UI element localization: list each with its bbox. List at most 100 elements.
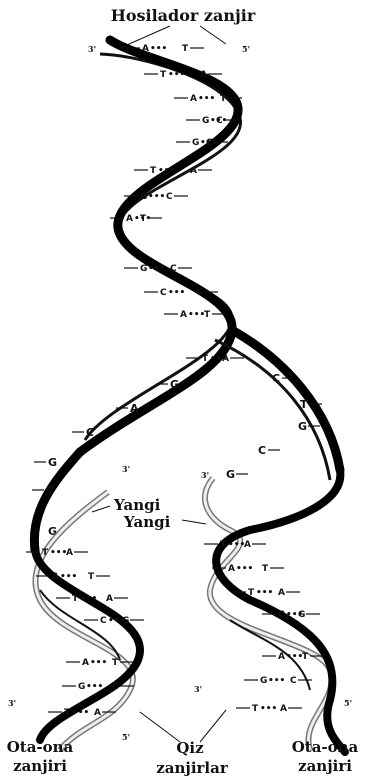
hydrogen-bond-dots: ••• <box>198 94 215 104</box>
hydrogen-bond-dots: ••• <box>148 264 165 274</box>
strand-back-top <box>85 54 241 440</box>
label-daughter-1: Qiz <box>176 739 204 757</box>
base-letter: A <box>142 44 149 54</box>
base-letter: G <box>170 378 179 391</box>
hydrogen-bond-dots: ••• <box>150 44 167 54</box>
base-letter: A <box>278 652 285 662</box>
right-pair: T•••A <box>236 704 302 714</box>
unpaired-base-right: C <box>258 444 280 457</box>
base-letter: T <box>64 708 71 718</box>
hydrogen-bond-dots: ••• <box>260 704 277 714</box>
label-parent-right-2: zanjiri <box>298 757 352 775</box>
unpaired-base-right: G <box>226 468 248 481</box>
base-letter: T <box>202 354 209 364</box>
yangi-pointer-1 <box>92 506 110 512</box>
base-letter: A <box>244 540 251 550</box>
hydrogen-bond-dots: ••• <box>168 70 185 80</box>
base-letter: C <box>160 288 167 298</box>
label-5prime-bottom-right: 5' <box>344 698 352 708</box>
label-parent-right-1: Ota-ona <box>292 738 359 756</box>
label-5prime-top: 5' <box>242 44 250 54</box>
hydrogen-bond-dots: ••• <box>168 288 185 298</box>
base-letter: C <box>258 444 266 457</box>
base-letter: C <box>166 192 173 202</box>
base-letter: T <box>300 398 308 411</box>
base-letter: A <box>200 70 207 80</box>
base-letter: C <box>100 616 107 626</box>
base-letter: T <box>220 94 227 104</box>
base-letter: T <box>160 70 167 80</box>
hydrogen-bond-dots: ••• <box>72 708 89 718</box>
label-3prime-bottom-right: 3' <box>194 684 202 694</box>
base-letter: C <box>170 264 177 274</box>
base-letter: T <box>140 214 147 224</box>
base-letter: C <box>278 610 285 620</box>
yangi-pointer-2 <box>182 520 206 524</box>
label-3prime-bottom-left: 3' <box>8 698 16 708</box>
hydrogen-bond-dots: ••• <box>80 594 97 604</box>
top-pair: T••• A <box>134 166 212 176</box>
base-letter: C <box>86 426 94 439</box>
base-letter: G <box>78 682 85 692</box>
hydrogen-bond-dots: ••• <box>86 682 103 692</box>
label-5prime-bottom-left: 5' <box>122 732 130 742</box>
hydrogen-bond-dots: ••• <box>236 564 253 574</box>
title-pointer-right <box>200 26 226 44</box>
base-letter: G <box>140 264 147 274</box>
hydrogen-bond-dots: ••• <box>158 166 175 176</box>
base-letter: T <box>42 548 49 558</box>
title-label: Hosilador zanjir <box>111 6 256 25</box>
label-daughter-2: zanjirlar <box>156 759 229 777</box>
base-letter: T <box>182 44 189 54</box>
left-pair: T••• A <box>56 594 128 604</box>
hydrogen-bond-dots: ••• <box>286 652 303 662</box>
base-letter: G <box>298 420 307 433</box>
right-pair: T•••A <box>204 540 266 550</box>
base-letter: G <box>192 138 199 148</box>
base-letter: T <box>150 166 157 176</box>
base-letter: A <box>180 310 187 320</box>
base-letter: A <box>130 402 139 415</box>
base-letter: T <box>112 658 119 668</box>
base-letter: T <box>88 572 95 582</box>
hydrogen-bond-dots: ••• <box>90 658 107 668</box>
base-letter: A <box>190 166 197 176</box>
base-letter: C <box>216 116 223 126</box>
base-letter: C <box>290 676 297 686</box>
base-letter: C <box>206 138 213 148</box>
base-letter: T <box>248 588 255 598</box>
base-letter: G <box>202 116 209 126</box>
label-3prime-mid-b: 3' <box>201 470 209 480</box>
base-letter: G <box>48 456 57 469</box>
base-letter: A <box>106 594 113 604</box>
daughter-pointer-right <box>200 710 226 742</box>
base-letter: T <box>204 310 211 320</box>
label-3prime-top: 3' <box>88 44 96 54</box>
hydrogen-bond-dots: ••• <box>188 310 205 320</box>
daughter-pointer-left <box>140 712 180 742</box>
base-letter: T <box>262 564 269 574</box>
unpaired-base-left: G <box>34 456 57 469</box>
left-pair: C•••G <box>84 616 144 626</box>
label-parent-left-2: zanjiri <box>13 757 67 775</box>
base-letter: A <box>94 708 101 718</box>
strand-front-top-b <box>232 330 340 470</box>
base-letter: A <box>126 214 133 224</box>
hydrogen-bond-dots: ••• <box>268 676 285 686</box>
hydrogen-bond-dots: ••• <box>148 192 165 202</box>
base-letter: A <box>278 588 285 598</box>
top-pair: A•••T <box>164 310 226 320</box>
base-letter: G <box>122 616 129 626</box>
base-letter: G <box>226 468 235 481</box>
hydrogen-bond-dots: ••• <box>60 572 77 582</box>
base-letter: A <box>52 572 59 582</box>
base-letter: G <box>298 610 305 620</box>
base-letter: T <box>72 594 79 604</box>
unpaired-base-left: C <box>72 426 94 439</box>
base-letter: A <box>82 658 89 668</box>
base-letter: T <box>220 540 227 550</box>
hydrogen-bond-dots: ••• <box>256 588 273 598</box>
hydrogen-bond-dots: ••• <box>228 540 245 550</box>
base-letter: T <box>302 652 309 662</box>
